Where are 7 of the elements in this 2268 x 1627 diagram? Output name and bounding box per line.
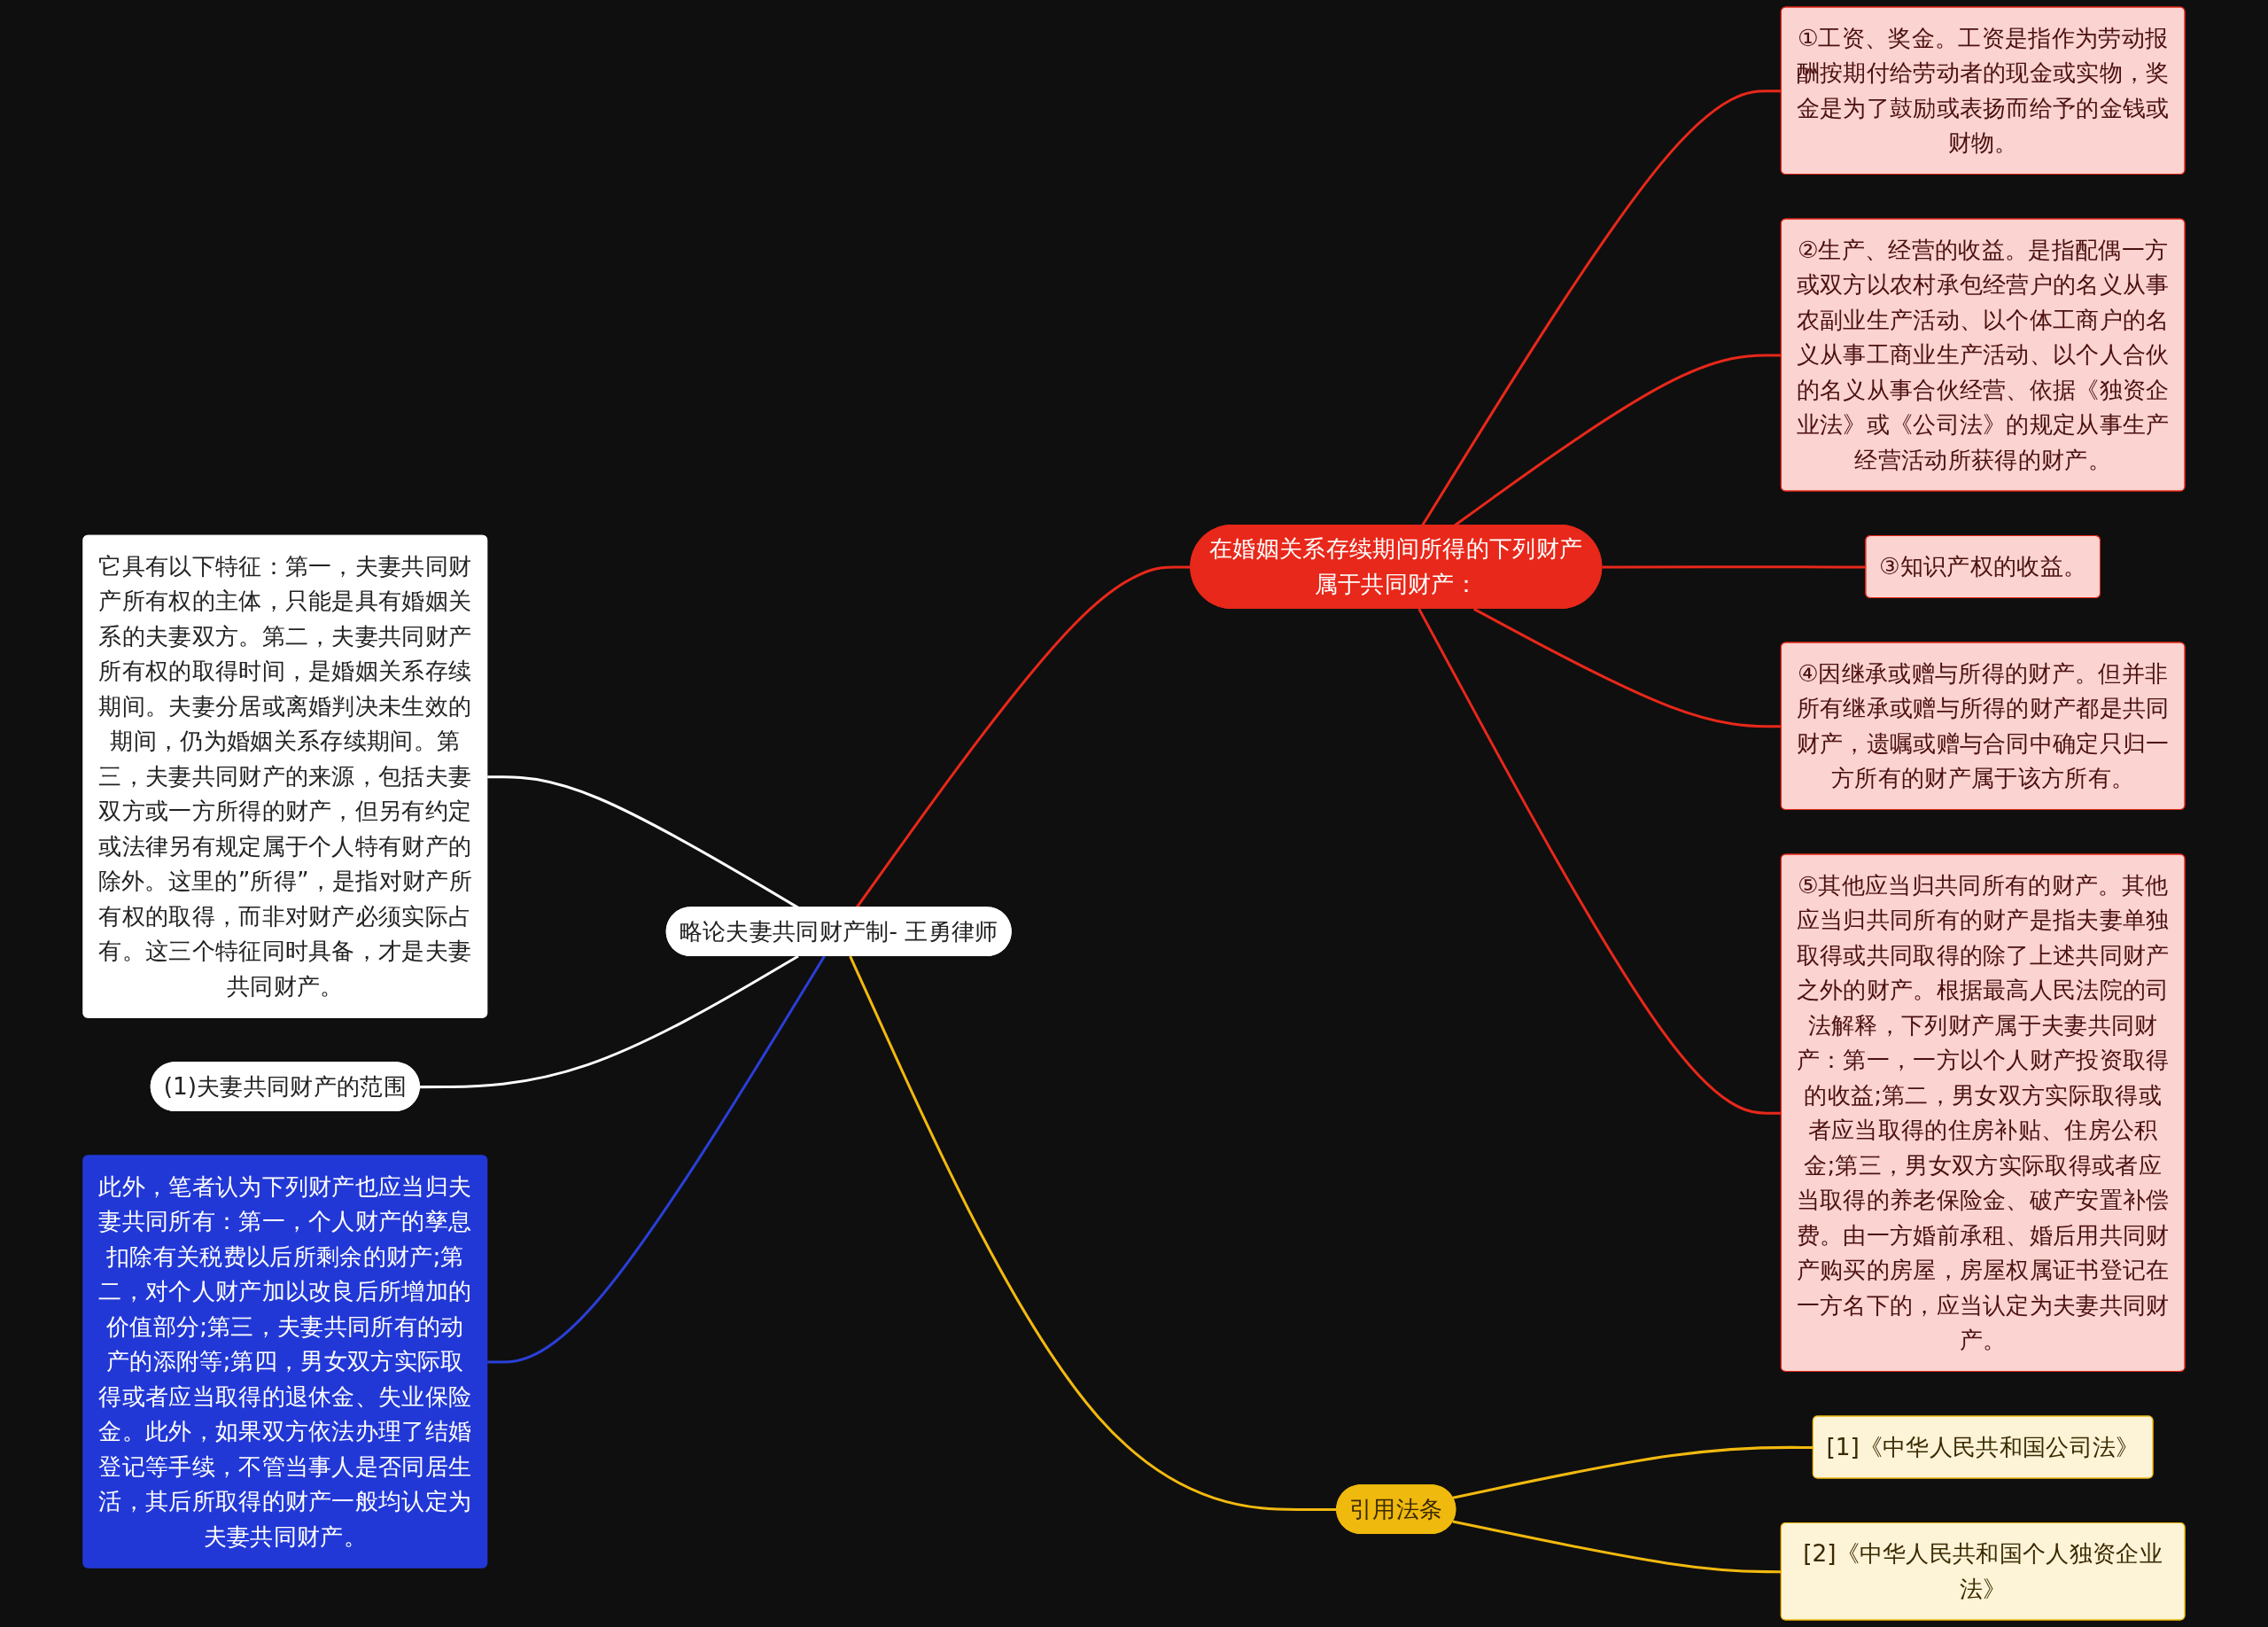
connector bbox=[1452, 1520, 1782, 1574]
connector bbox=[1418, 608, 1782, 1115]
connector bbox=[1421, 90, 1782, 526]
connector bbox=[1452, 1445, 1814, 1499]
connector bbox=[487, 955, 826, 1364]
connector bbox=[419, 954, 799, 1089]
connector bbox=[1472, 607, 1782, 728]
